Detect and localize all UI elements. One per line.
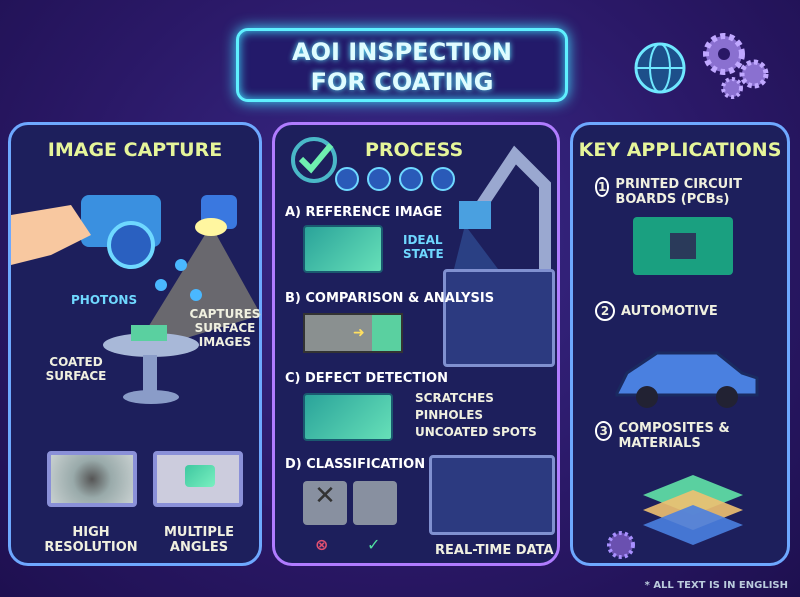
defect-list: SCRATCHES PINHOLES UNCOATED SPOTS (415, 391, 537, 439)
arrow-right-icon: ➜ (353, 325, 365, 341)
realtime-dashboard (429, 455, 555, 535)
accept-icon: ✓ (367, 535, 381, 554)
high-res-image (47, 451, 137, 507)
image-capture-panel: IMAGE CAPTURE PHOTONS CAPTURES SURFACE I… (8, 122, 262, 566)
pcb-image (633, 217, 733, 275)
image-capture-heading: IMAGE CAPTURE (47, 139, 223, 161)
defect-image (303, 393, 393, 441)
gears-icon (703, 33, 769, 99)
capture-illustration (11, 195, 261, 404)
check-circle-icon (367, 167, 391, 191)
globe-icon (634, 42, 686, 94)
car-icon (615, 351, 759, 408)
comparison-image: ➜ (303, 313, 403, 353)
factory-icon (431, 167, 455, 191)
analysis-monitor (443, 269, 555, 367)
reference-image (303, 225, 383, 273)
hand-icon (11, 205, 91, 265)
check-circle-icon (335, 167, 359, 191)
checkmark-icon (291, 137, 337, 183)
multi-angle-image (153, 451, 243, 507)
footnote: * ALL TEXT IS IN ENGLISH (644, 580, 788, 591)
applications-heading: KEY APPLICATIONS (578, 139, 782, 161)
process-panel: PROCESS A) REFERENCE IMAGE IDEAL STATE B… (272, 122, 560, 566)
chart-icon (399, 167, 423, 191)
reject-icon: ⊗ (315, 535, 329, 554)
process-heading: PROCESS (365, 139, 464, 161)
accept-sample (353, 481, 397, 525)
reject-sample: ✕ (303, 481, 347, 525)
materials-layers (607, 475, 743, 559)
